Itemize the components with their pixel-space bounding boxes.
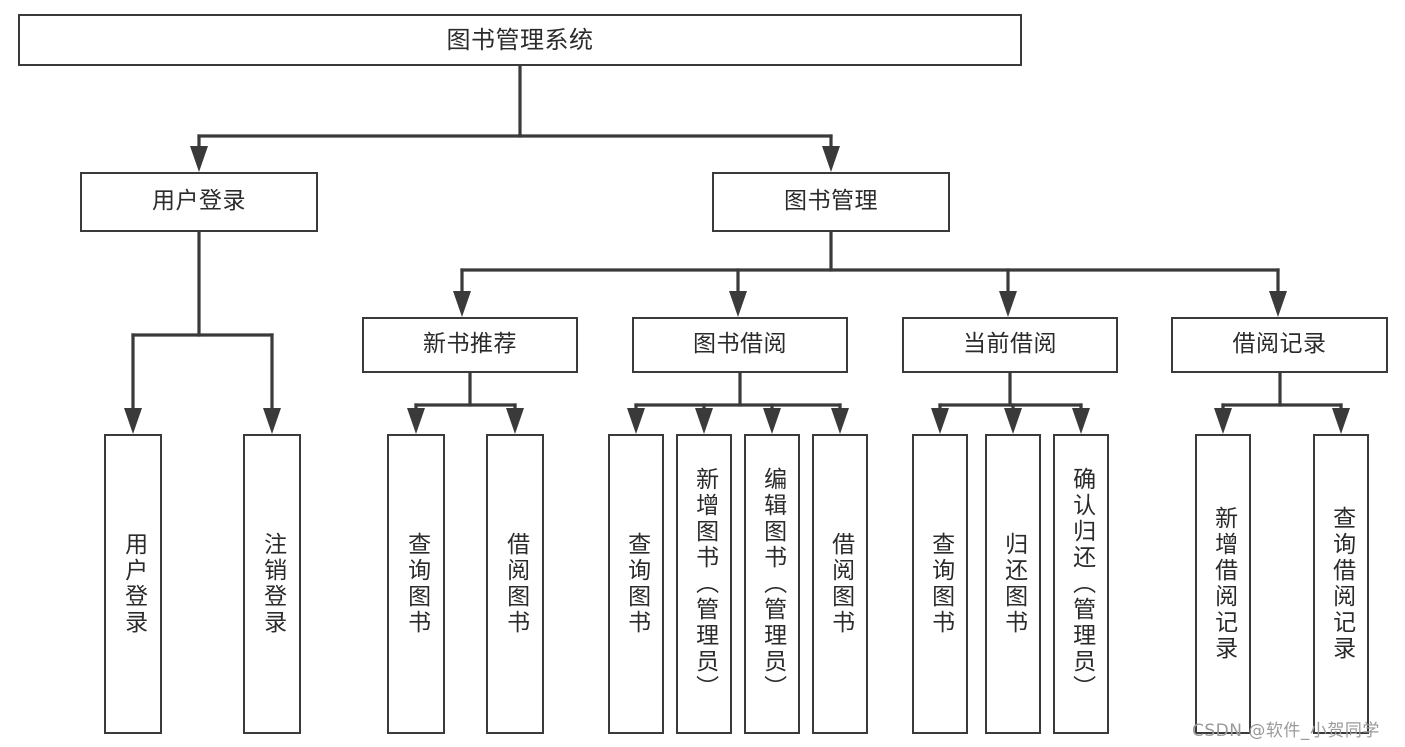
arrow-head-root-0 xyxy=(190,146,208,172)
node-leaf-query-book-2[interactable]: 查询图书 xyxy=(608,434,664,734)
arrow-head-borrow-record-1 xyxy=(1332,408,1350,434)
arrow-head-new-book-rec-1 xyxy=(506,408,524,434)
node-label-leaf-query-book-3: 查询图书 xyxy=(927,532,954,636)
arrow-head-borrow-record-0 xyxy=(1214,408,1232,434)
arrow-head-book-borrow-0 xyxy=(627,408,645,434)
arrow-head-book-manage-3 xyxy=(1269,291,1287,317)
node-label-leaf-query-book-1: 查询图书 xyxy=(403,532,430,636)
node-book-manage[interactable]: 图书管理 xyxy=(712,172,950,232)
arrow-head-current-borrow-1 xyxy=(1004,408,1022,434)
node-label-leaf-add-book: 新增图书（管理员） xyxy=(691,467,718,701)
arrow-head-root-1 xyxy=(822,146,840,172)
node-user-login[interactable]: 用户登录 xyxy=(80,172,318,232)
node-leaf-query-book-3[interactable]: 查询图书 xyxy=(912,434,968,734)
node-book-borrow[interactable]: 图书借阅 xyxy=(632,317,848,373)
node-label-leaf-add-record: 新增借阅记录 xyxy=(1210,506,1237,662)
arrow-head-user-login-1 xyxy=(263,408,281,434)
arrow-head-current-borrow-0 xyxy=(931,408,949,434)
node-leaf-return-book[interactable]: 归还图书 xyxy=(985,434,1041,734)
node-borrow-record[interactable]: 借阅记录 xyxy=(1171,317,1388,373)
node-label-leaf-return-book: 归还图书 xyxy=(1000,532,1027,636)
arrow-head-book-borrow-3 xyxy=(831,408,849,434)
arrow-head-current-borrow-2 xyxy=(1072,408,1090,434)
node-leaf-user-logout[interactable]: 注销登录 xyxy=(243,434,301,734)
edge-group xyxy=(124,64,1350,434)
node-leaf-confirm-return[interactable]: 确认归还（管理员） xyxy=(1053,434,1109,734)
node-leaf-edit-book[interactable]: 编辑图书（管理员） xyxy=(744,434,800,734)
node-leaf-add-record[interactable]: 新增借阅记录 xyxy=(1195,434,1251,734)
node-label-book-borrow: 图书借阅 xyxy=(693,331,787,358)
node-label-current-borrow: 当前借阅 xyxy=(963,331,1057,358)
arrow-head-book-manage-2 xyxy=(999,291,1017,317)
node-current-borrow[interactable]: 当前借阅 xyxy=(902,317,1118,373)
node-label-leaf-query-record: 查询借阅记录 xyxy=(1328,506,1355,662)
node-leaf-borrow-book-1[interactable]: 借阅图书 xyxy=(486,434,544,734)
node-label-leaf-user-logout: 注销登录 xyxy=(259,532,286,636)
arrow-head-book-manage-0 xyxy=(453,291,471,317)
node-label-new-book-rec: 新书推荐 xyxy=(423,331,517,358)
node-label-leaf-user-login: 用户登录 xyxy=(120,532,147,636)
node-label-leaf-query-book-2: 查询图书 xyxy=(623,532,650,636)
node-label-user-login: 用户登录 xyxy=(152,188,246,215)
node-leaf-user-login[interactable]: 用户登录 xyxy=(104,434,162,734)
node-label-leaf-borrow-book-2: 借阅图书 xyxy=(827,532,854,636)
arrow-head-book-borrow-1 xyxy=(695,408,713,434)
node-label-root: 图书管理系统 xyxy=(446,25,594,54)
node-leaf-add-book[interactable]: 新增图书（管理员） xyxy=(676,434,732,734)
node-leaf-query-record[interactable]: 查询借阅记录 xyxy=(1313,434,1369,734)
node-leaf-borrow-book-2[interactable]: 借阅图书 xyxy=(812,434,868,734)
arrow-head-book-borrow-2 xyxy=(763,408,781,434)
node-label-leaf-confirm-return: 确认归还（管理员） xyxy=(1068,467,1095,701)
node-new-book-rec[interactable]: 新书推荐 xyxy=(362,317,578,373)
node-label-leaf-edit-book: 编辑图书（管理员） xyxy=(759,467,786,701)
node-root[interactable]: 图书管理系统 xyxy=(18,14,1022,66)
node-label-borrow-record: 借阅记录 xyxy=(1232,331,1327,358)
node-label-leaf-borrow-book-1: 借阅图书 xyxy=(502,532,529,636)
node-label-book-manage: 图书管理 xyxy=(784,188,878,215)
arrow-head-user-login-0 xyxy=(124,408,142,434)
node-leaf-query-book-1[interactable]: 查询图书 xyxy=(387,434,445,734)
arrow-head-new-book-rec-0 xyxy=(407,408,425,434)
arrow-head-book-manage-1 xyxy=(729,291,747,317)
